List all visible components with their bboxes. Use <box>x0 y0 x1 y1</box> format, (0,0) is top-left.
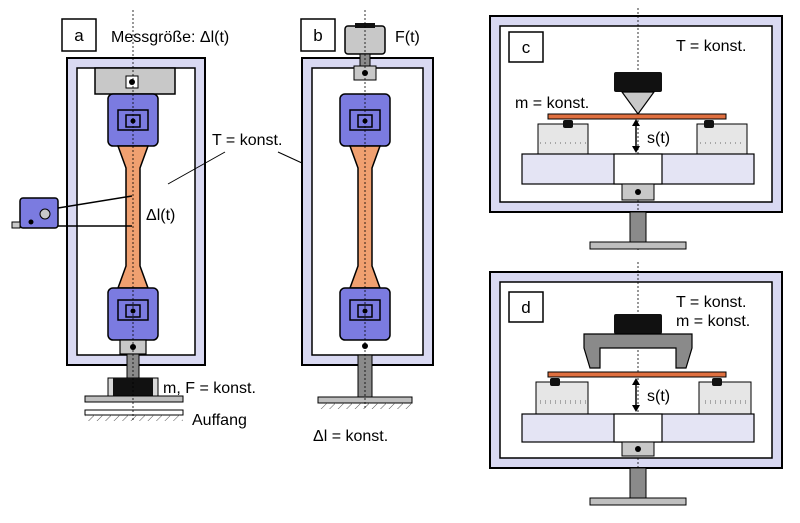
panel-c-mass-label: m = konst. <box>515 95 589 112</box>
panel-d-mass-label: m = konst. <box>676 313 750 330</box>
panel-c-indenter <box>620 91 656 116</box>
shared-temperature-label: T = konst. <box>212 132 282 149</box>
panel-c-stand-base <box>589 241 687 250</box>
panel-c-weight <box>614 72 662 92</box>
panel-a-measured-label: Messgröße: Δl(t) <box>111 29 229 46</box>
panel-d-letter: d <box>521 298 530 317</box>
panel-d-displacement-label: s(t) <box>647 388 670 405</box>
panel-d-support-left <box>535 381 589 415</box>
panel-a-load-label: m, F = konst. <box>163 380 256 397</box>
panel-c-displacement-label: s(t) <box>647 130 670 147</box>
panel-a-catcher-plate <box>84 409 184 416</box>
panel-a-extensometer <box>19 197 59 229</box>
panel-d-letter-box <box>508 291 544 323</box>
panel-a-tensile-creep: a Messgröße: Δl(t) Δl(t) m, F = konst. A… <box>11 10 256 429</box>
panel-b-letter: b <box>313 26 322 45</box>
leader-line-a <box>167 151 226 185</box>
panel-d-temperature-label: T = konst. <box>676 294 746 311</box>
panel-b-letter-box <box>300 18 336 52</box>
panel-d-yoke <box>583 333 693 369</box>
panel-b-relaxation: b F(t) Δl = konst. <box>300 10 434 445</box>
panel-c-stand-rod <box>629 211 647 243</box>
panel-d-support-right <box>698 381 752 415</box>
panel-c-temperature-label: T = konst. <box>676 38 746 55</box>
panel-a-extensometer-arm-upper <box>57 195 133 209</box>
panel-b-force-label: F(t) <box>395 29 420 46</box>
panel-c-test-bar <box>547 113 727 120</box>
panel-c-bending-creep-point: c T = konst. m = konst. s(t) <box>489 8 783 250</box>
panel-d-test-bar <box>547 371 727 378</box>
panel-a-letter: a <box>74 26 84 45</box>
panel-d-stand-rod <box>629 467 647 499</box>
panel-d-bending-creep-yoke: d T = konst. m = konst. s(t) <box>489 262 783 506</box>
panel-c-letter: c <box>522 38 531 57</box>
panel-c-support-right <box>696 123 748 155</box>
panel-c-support-left <box>537 123 589 155</box>
panel-c-letter-box <box>508 31 544 63</box>
panel-d-stand-base <box>589 497 687 506</box>
panel-a-strain-label: Δl(t) <box>146 207 175 224</box>
panel-a-weight-plate <box>84 395 184 403</box>
panel-a-letter-box <box>61 18 97 52</box>
panel-a-catcher-label: Auffang <box>192 412 247 429</box>
panel-d-weight <box>614 314 662 334</box>
panel-b-strain-label: Δl = konst. <box>313 428 388 445</box>
panel-a-catcher-ground <box>85 415 183 421</box>
